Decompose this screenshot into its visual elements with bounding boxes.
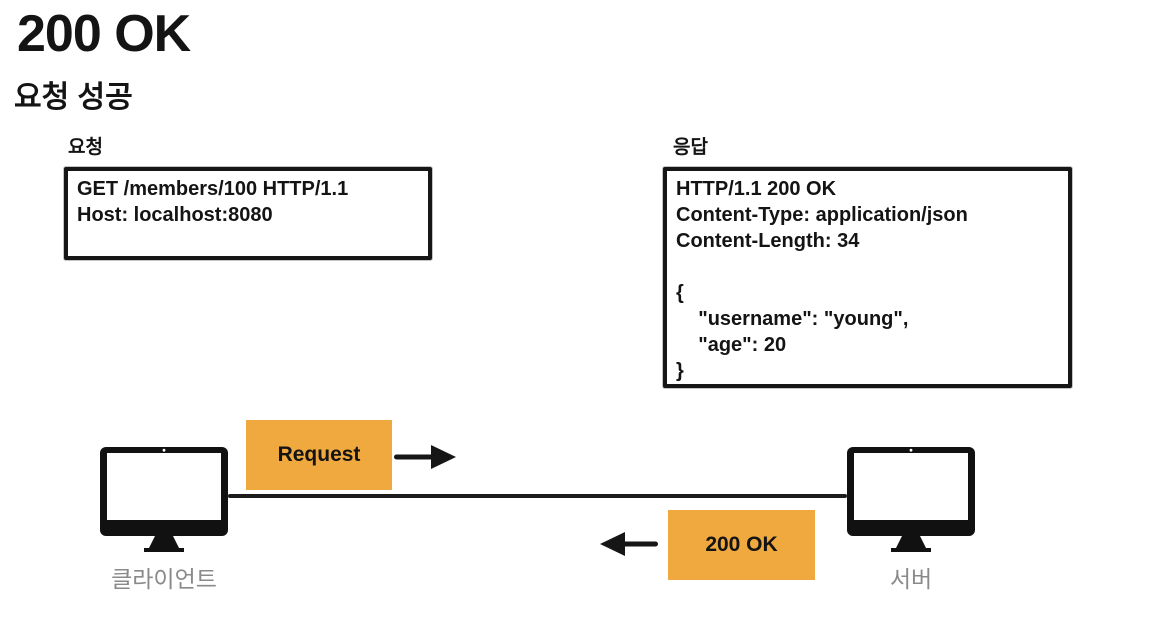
request-panel-label: 요청 (68, 137, 103, 158)
response-line: "age": 20 (676, 334, 787, 356)
request-badge: Request (246, 420, 392, 490)
request-arrow-icon (394, 442, 456, 477)
connection-line (228, 494, 847, 498)
response-line: Content-Length: 34 (676, 230, 860, 252)
page-subtitle: 요청 성공 (14, 81, 133, 114)
server-label: 서버 (889, 566, 933, 592)
response-line (676, 254, 1059, 280)
client-computer-icon (100, 447, 228, 557)
client-label: 클라이언트 (111, 566, 217, 592)
response-line: { (676, 282, 684, 304)
request-line: GET /members/100 HTTP/1.1 (77, 178, 349, 200)
response-line: "username": "young", (676, 308, 909, 330)
response-message-box: HTTP/1.1 200 OK Content-Type: applicatio… (663, 167, 1072, 388)
page-title: 200 OK (17, 5, 191, 63)
response-line: HTTP/1.1 200 OK (676, 178, 837, 200)
response-badge: 200 OK (668, 510, 815, 580)
server-computer-icon (847, 447, 975, 557)
request-message-box: GET /members/100 HTTP/1.1 Host: localhos… (64, 167, 432, 260)
response-line: Content-Type: application/json (676, 204, 968, 226)
response-arrow-icon (600, 529, 658, 564)
response-line: } (676, 360, 684, 382)
request-line: Host: localhost:8080 (77, 204, 273, 226)
response-panel-label: 응답 (673, 137, 708, 158)
